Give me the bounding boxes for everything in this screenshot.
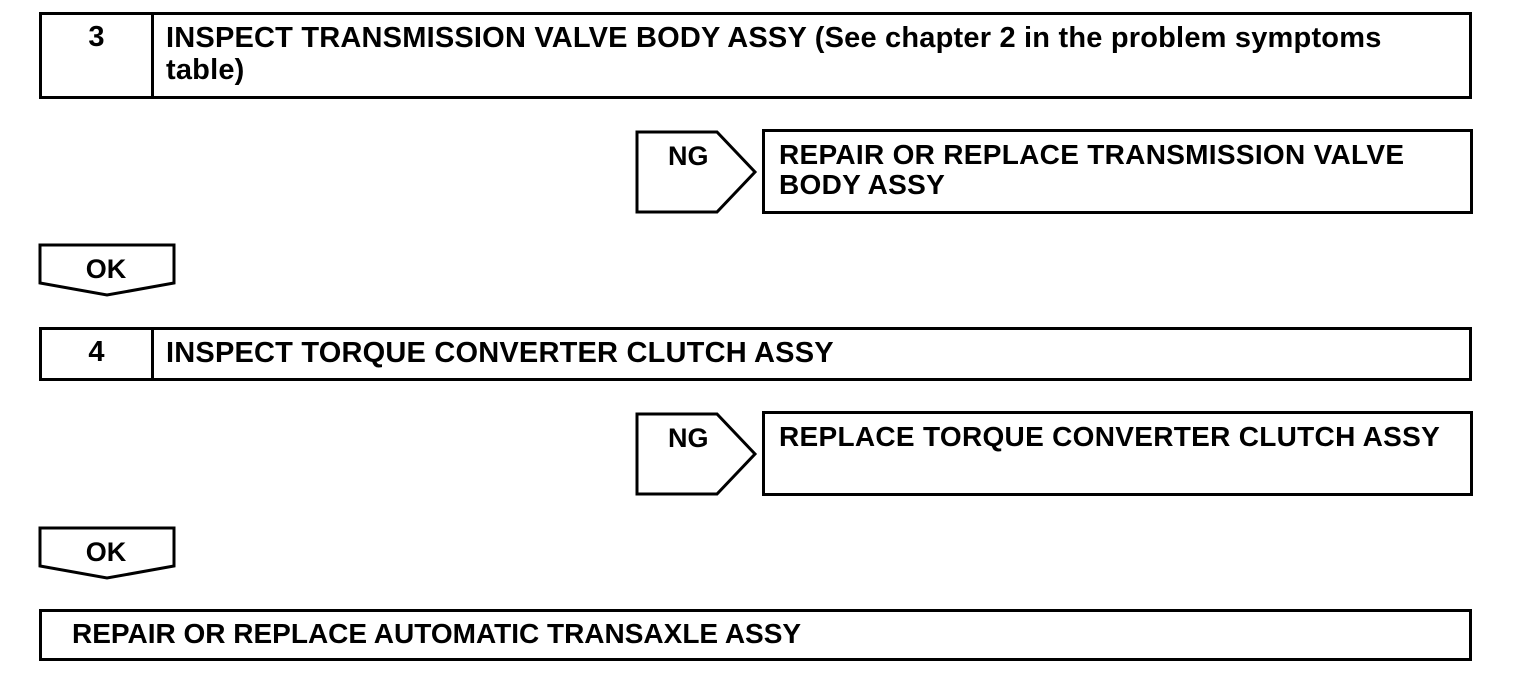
ng-arrow-step-4 [635, 412, 758, 496]
step-4-number: 4 [42, 330, 154, 378]
step-3-number: 3 [42, 15, 154, 96]
final-action-text: REPAIR OR REPLACE AUTOMATIC TRANSAXLE AS… [72, 618, 802, 649]
ok-arrow-step-3 [38, 243, 176, 297]
ng-action-step-4-text: REPLACE TORQUE CONVERTER CLUTCH ASSY [779, 421, 1441, 452]
ng-action-step-3-text: REPAIR OR REPLACE TRANSMISSION VALVE BOD… [779, 139, 1405, 200]
ng-label-step-4: NG [668, 423, 709, 453]
step-4-title: INSPECT TORQUE CONVERTER CLUTCH ASSY [166, 337, 834, 369]
final-action-box: REPAIR OR REPLACE AUTOMATIC TRANSAXLE AS… [39, 609, 1472, 661]
step-3-box: 3 INSPECT TRANSMISSION VALVE BODY ASSY (… [39, 12, 1472, 99]
ok-arrow-step-4 [38, 526, 176, 580]
step-3-title: INSPECT TRANSMISSION VALVE BODY ASSY (Se… [166, 22, 1382, 86]
ng-arrow-step-3 [635, 130, 758, 214]
ng-action-step-4: REPLACE TORQUE CONVERTER CLUTCH ASSY [762, 411, 1473, 496]
ok-label-step-4: OK [85, 537, 127, 567]
ng-label-step-3: NG [668, 141, 709, 171]
step-4-box: 4 INSPECT TORQUE CONVERTER CLUTCH ASSY [39, 327, 1472, 381]
ng-action-step-3: REPAIR OR REPLACE TRANSMISSION VALVE BOD… [762, 129, 1473, 214]
ok-label-step-3: OK [85, 254, 127, 284]
